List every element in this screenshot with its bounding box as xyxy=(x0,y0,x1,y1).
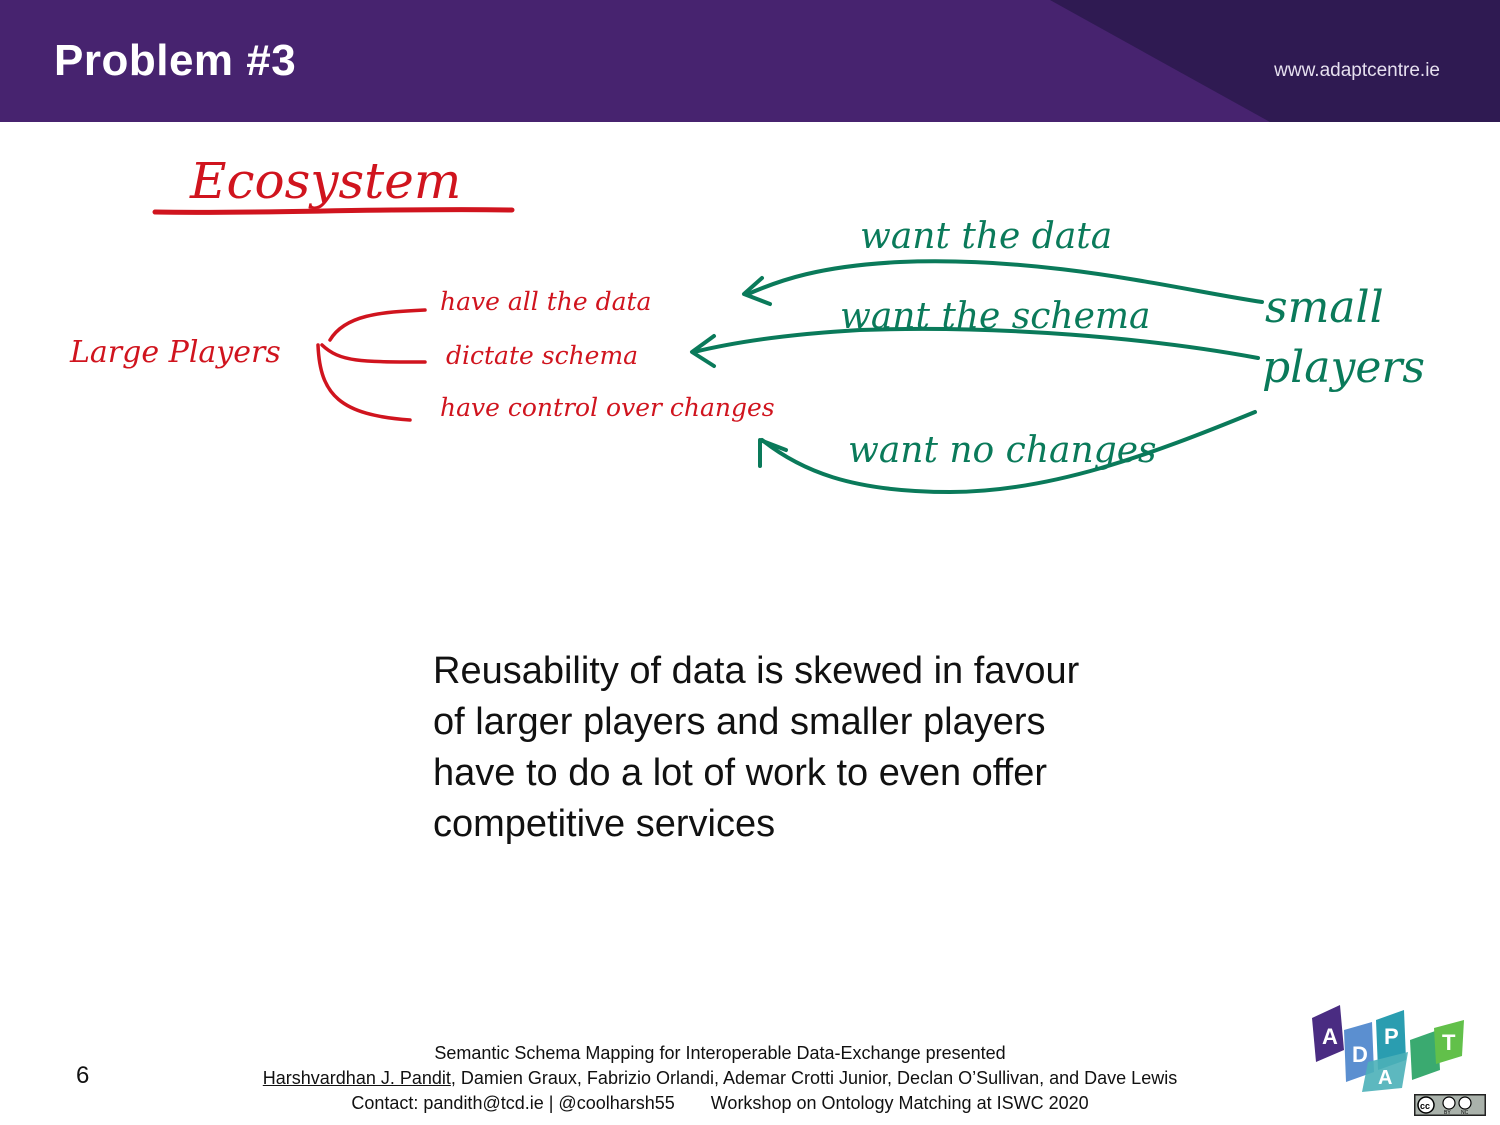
arrow-want-schema-head xyxy=(690,334,716,368)
body-line: of larger players and smaller players xyxy=(433,701,1046,743)
footer-authors: Harshvardhan J. Pandit, Damien Graux, Fa… xyxy=(160,1066,1280,1091)
arrow-want-schema xyxy=(692,326,1260,360)
arrow-want-no-changes-head xyxy=(758,438,788,468)
bracket-top xyxy=(328,308,427,342)
want-schema-label: want the schema xyxy=(840,296,1151,337)
arrow-want-data xyxy=(746,259,1264,304)
cc-badge-text: cc xyxy=(1420,1101,1430,1111)
adapt-logo: A D P A T xyxy=(1312,1005,1464,1092)
footer-citation: Semantic Schema Mapping for Interoperabl… xyxy=(160,1041,1280,1116)
arrow-want-no-changes xyxy=(760,410,1257,495)
want-data-label: want the data xyxy=(860,216,1112,257)
footer-paper-title: Semantic Schema Mapping for Interoperabl… xyxy=(434,1043,1006,1063)
author-link[interactable]: Harshvardhan J. Pandit xyxy=(262,1068,451,1088)
small-players-label-2: players xyxy=(1262,342,1425,393)
slide-number: 6 xyxy=(76,1062,90,1089)
footer-contact-line: Contact: pandith@tcd.ie | @coolharsh55 Wo… xyxy=(160,1091,1280,1116)
header-bar: Problem #3 www.adaptcentre.ie xyxy=(0,0,1500,122)
small-players-label-1: small xyxy=(1265,282,1384,333)
footer-authors-rest: , Damien Graux, Fabrizio Orlandi, Ademar… xyxy=(450,1068,1178,1088)
footer-venue: Workshop on Ontology Matching at ISWC 20… xyxy=(710,1093,1089,1113)
ecosystem-heading: Ecosystem xyxy=(189,152,461,210)
slide-title: Problem #3 xyxy=(54,36,297,85)
large-action-1: have all the data xyxy=(440,287,651,316)
body-line: have to do a lot of work to even offer xyxy=(433,752,1048,794)
header-shade xyxy=(1050,0,1500,122)
bracket-middle xyxy=(320,343,427,364)
logo-letter-d: D xyxy=(1352,1042,1368,1067)
logo-letter-a2: A xyxy=(1378,1067,1392,1089)
arrow-want-data-head xyxy=(742,276,772,306)
cc-term-by: BY xyxy=(1444,1110,1451,1116)
logo-letter-a1: A xyxy=(1322,1024,1338,1049)
body-line: Reusability of data is skewed in favour xyxy=(433,650,1080,692)
cc-license-icon: cc BY NC xyxy=(1414,1094,1486,1116)
large-players-label: Large Players xyxy=(69,335,281,370)
cc-term-nc: NC xyxy=(1461,1110,1469,1116)
ecosystem-sketch: Ecosystem Large Players have all the dat… xyxy=(69,152,1425,495)
logo-letter-t: T xyxy=(1442,1030,1456,1055)
footer-contact: Contact: pandith@tcd.ie | @coolharsh55 xyxy=(351,1093,675,1113)
large-action-3: have control over changes xyxy=(440,393,775,422)
website-label: www.adaptcentre.ie xyxy=(1274,60,1440,81)
want-no-changes-label: want no changes xyxy=(848,430,1157,471)
bracket-bottom xyxy=(316,343,412,422)
large-action-2: dictate schema xyxy=(446,341,638,370)
body-line: competitive services xyxy=(433,803,776,845)
body-paragraph: Reusability of data is skewed in favour … xyxy=(433,646,1233,850)
heading-underline xyxy=(152,207,515,215)
logo-letter-p: P xyxy=(1384,1024,1399,1049)
